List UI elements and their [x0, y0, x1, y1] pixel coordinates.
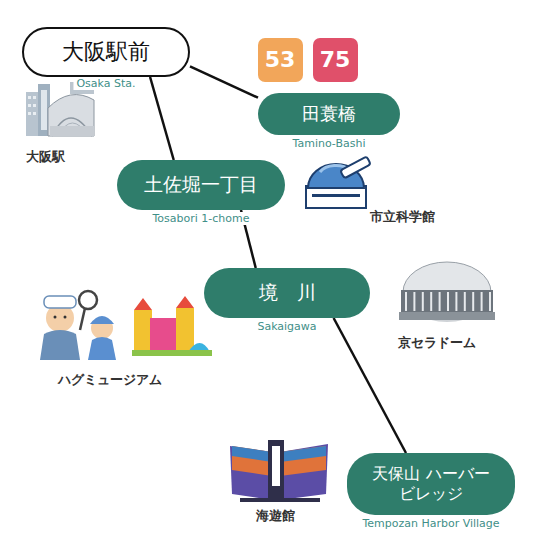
stop-romaji: Tamino-Bashi — [290, 137, 369, 150]
place-label: 京セラドーム — [398, 334, 476, 352]
stop-name: 田蓑橋 — [302, 103, 356, 126]
dome-rib — [489, 292, 491, 311]
place-label: 大阪駅 — [26, 148, 65, 166]
stop-romaji: Tosabori 1-chome — [149, 212, 252, 225]
kaiyukan-icon — [230, 440, 328, 502]
dome-rib — [447, 292, 449, 311]
route-line — [150, 77, 174, 160]
dome-rib — [472, 292, 474, 311]
dome-rib — [481, 292, 483, 311]
stop-romaji: Sakaigawa — [254, 320, 319, 333]
stop-romaji: Osaka Sta. — [73, 77, 138, 90]
stop-name: 土佐堀一丁目 — [144, 173, 258, 197]
place-label: ハグミュージアム — [58, 371, 162, 389]
route-number-text: 53 — [265, 46, 296, 74]
hug-museum-icon — [40, 291, 212, 360]
dome-rib — [405, 292, 407, 311]
stop-romaji: Tempozan Harbor Village — [359, 517, 502, 530]
science-museum-icon — [306, 156, 371, 208]
place-label: 市立科学館 — [370, 208, 435, 226]
stop-pill: 田蓑橋Tamino-Bashi — [258, 93, 400, 135]
dome-rib — [464, 292, 466, 311]
dome-rib — [413, 292, 415, 311]
dome-rib — [422, 292, 424, 311]
stop-name: 天保山 ハーバービレッジ — [366, 464, 496, 504]
kyocera-dome-icon — [399, 262, 495, 322]
dome-rib — [455, 292, 457, 311]
stop-name: 大阪駅前 — [62, 38, 150, 66]
place-label: 海遊館 — [256, 507, 295, 525]
route-line — [334, 318, 406, 453]
dome-rib — [430, 292, 432, 311]
route-number: 75 — [313, 38, 358, 82]
route-line — [190, 66, 258, 97]
stop-pill: 天保山 ハーバービレッジTempozan Harbor Village — [347, 453, 515, 515]
stop-name: 境 川 — [259, 281, 316, 305]
dome-rib — [439, 292, 441, 311]
stop-pill: 境 川Sakaigawa — [204, 268, 370, 318]
route-number: 53 — [258, 38, 303, 82]
stop-pill: 土佐堀一丁目Tosabori 1-chome — [117, 160, 285, 210]
stop-pill: 大阪駅前Osaka Sta. — [22, 27, 190, 77]
route-number-text: 75 — [320, 46, 351, 74]
